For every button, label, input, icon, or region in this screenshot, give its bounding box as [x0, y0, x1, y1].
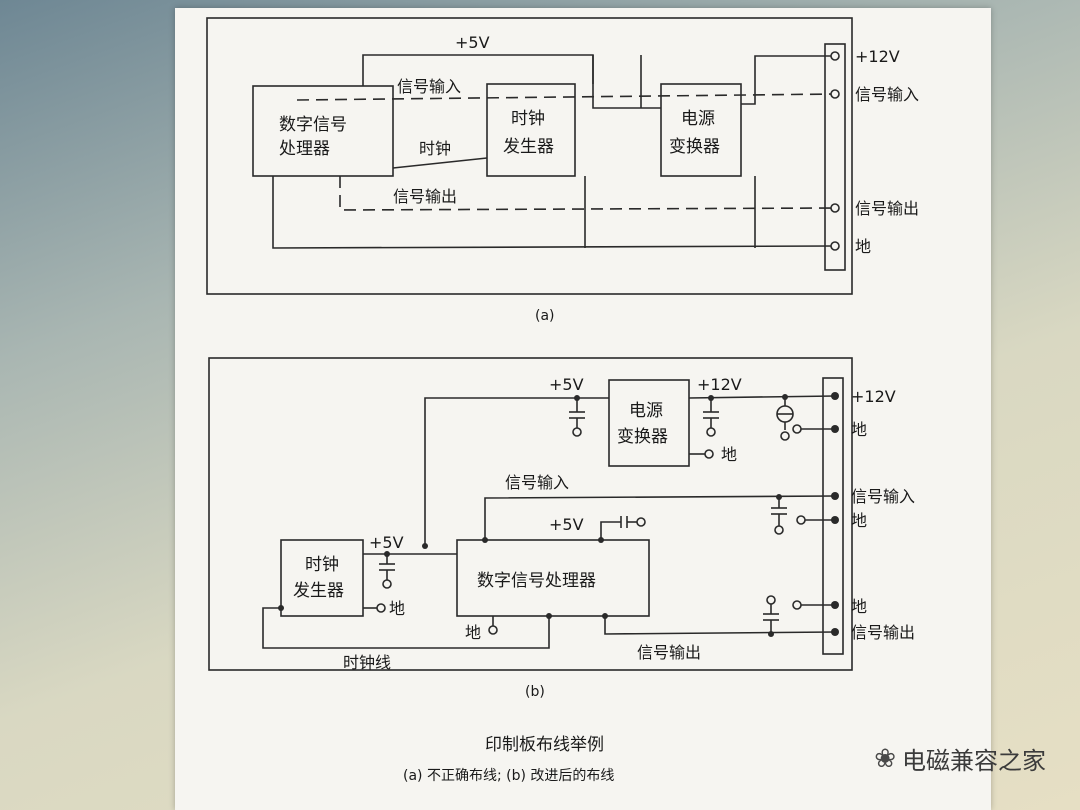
diagram-b-power-block — [608, 379, 690, 467]
diagram-b-signal-out-label: 信号输出 — [637, 643, 701, 662]
diagram-b-5v-top-label: +5V — [549, 375, 584, 394]
diagram-b-terminal-label-signal-out: 信号输出 — [851, 623, 915, 642]
diagram-a-dsp-label-1: 数字信号 — [279, 115, 347, 135]
diagram-b-12v-label: +12V — [697, 375, 742, 394]
diagram-a-signal-out-wire — [339, 176, 836, 211]
diagram-a-connector-strip — [824, 43, 846, 271]
diagram-b-clock-label-1: 时钟 — [305, 555, 339, 575]
diagram-a-terminal-signal-in — [830, 89, 840, 99]
diagram-a-signal-in-label: 信号输入 — [397, 77, 461, 96]
diagram-a-power-block — [660, 83, 742, 177]
diagram-b-dsp-ground-label: 地 — [465, 623, 481, 642]
diagram-b-clock-label-2: 发生器 — [293, 581, 344, 601]
diagram-a-label: (a) — [535, 308, 555, 324]
diagram-a-terminal-label-12v: +12V — [855, 47, 900, 66]
diagram-b-dsp-label: 数字信号处理器 — [477, 571, 596, 591]
diagram-a-dsp-block — [252, 85, 394, 177]
wechat-icon: ❀ — [874, 743, 896, 774]
diagram-b-power-label-1: 电源 — [629, 401, 663, 421]
diagram-a-signal-in-wire — [296, 93, 836, 101]
diagram-b-terminal-label-ground-3: 地 — [851, 597, 867, 616]
diagram-b-signal-out-wire — [604, 616, 836, 635]
diagram-b-clock-line-label: 时钟线 — [343, 653, 391, 672]
diagram-b-clock-block — [280, 539, 364, 617]
diagram-b-clock-ground-label: 地 — [389, 599, 405, 618]
diagram-a-5v-label: +5V — [455, 33, 490, 52]
diagram-a-clock-block — [486, 83, 576, 177]
watermark: ❀ 电磁兼容之家 — [874, 741, 1046, 776]
diagram-b-connector-strip — [822, 377, 844, 655]
diagram-a-clock-label-2: 发生器 — [503, 137, 554, 157]
diagram-b-clock-line — [262, 607, 550, 649]
diagram-a-power-label-1: 电源 — [681, 109, 715, 129]
diagram-b-5v-wire — [424, 397, 609, 546]
diagram-b-power-label-2: 变换器 — [617, 427, 668, 447]
diagram-a-terminal-signal-out — [830, 203, 840, 213]
diagram-b-terminal-label-signal-in: 信号输入 — [851, 487, 915, 506]
diagram-b-power-ground-label: 地 — [721, 445, 737, 464]
diagram-a-clock-wire-label: 时钟 — [419, 139, 451, 158]
diagram-b-terminal-label-12v: +12V — [851, 387, 896, 406]
diagram-a-power-label-2: 变换器 — [669, 137, 720, 157]
caption-subtitle: (a) 不正确布线; (b) 改进后的布线 — [403, 768, 614, 784]
diagram-a-clock-wire — [392, 157, 488, 169]
diagram-a-terminal-label-signal-out: 信号输出 — [855, 199, 919, 218]
diagram-b-frame — [208, 357, 853, 671]
diagram-b-terminal-label-ground-1: 地 — [851, 420, 867, 439]
diagram-a-signal-out-label: 信号输出 — [393, 187, 457, 206]
diagram-b-terminal-label-ground-2: 地 — [851, 511, 867, 530]
caption-title: 印制板布线举例 — [485, 735, 604, 755]
document-page: 数字信号 处理器 时钟 发生器 电源 变换器 +5V 信号输入 时钟 信号输出 … — [175, 8, 991, 810]
diagram-a-terminal-ground — [830, 241, 840, 251]
diagram-a-terminal-label-signal-in: 信号输入 — [855, 85, 919, 104]
diagram-b-5v-dsp-label: +5V — [549, 515, 584, 534]
diagram-b-label: (b) — [525, 684, 545, 700]
diagram-a-ground-wire — [272, 176, 836, 249]
junction-dots — [278, 392, 839, 637]
diagram-b-dsp-block — [456, 539, 650, 617]
diagram-b-5v-clock-label: +5V — [369, 533, 404, 552]
diagram-a-clock-label-1: 时钟 — [511, 109, 545, 129]
diagram-b-signal-in-label: 信号输入 — [505, 473, 569, 492]
wiring-diagrams: 数字信号 处理器 时钟 发生器 电源 变换器 +5V 信号输入 时钟 信号输出 … — [206, 17, 919, 784]
diagram-b-signal-in-wire — [484, 495, 836, 540]
diagram-a-terminal-label-ground: 地 — [855, 237, 871, 256]
diagram-a-dsp-label-2: 处理器 — [279, 139, 330, 159]
diagram-a-12v-wire — [741, 55, 835, 105]
diagram-a-terminal-12v — [830, 51, 840, 61]
watermark-text: 电磁兼容之家 — [902, 747, 1046, 775]
diagram-a-frame — [206, 17, 853, 295]
